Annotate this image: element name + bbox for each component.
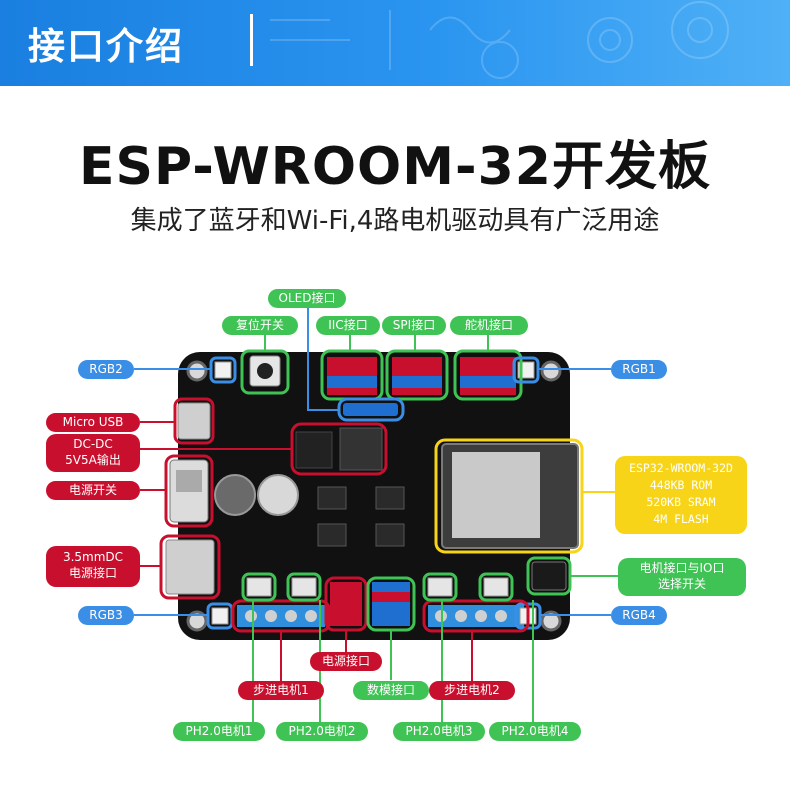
label-motor-io-switch: 电机接口与IO口 选择开关 <box>618 558 746 596</box>
spec-line3: 520KB SRAM <box>646 495 716 509</box>
label-oled: OLED接口 <box>268 289 346 308</box>
pin-header-servo-icon <box>460 357 516 395</box>
label-digital-port: 数模接口 <box>353 681 429 700</box>
label-dc-jack: 3.5mmDC 电源接口 <box>46 546 140 587</box>
spec-line1: ESP32-WROOM-32D <box>629 461 733 475</box>
header-banner: 接口介绍 <box>0 0 790 86</box>
label-stepper2: 步进电机2 <box>429 681 515 700</box>
label-ph-motor3: PH2.0电机3 <box>393 722 485 741</box>
page-subtitle: 集成了蓝牙和Wi-Fi,4路电机驱动具有广泛用途 <box>130 206 660 236</box>
label-dc-jack-line1: 3.5mmDC <box>62 550 124 564</box>
label-dcdc-line2: 5V5A输出 <box>65 453 121 467</box>
label-reset-switch: 复位开关 <box>222 316 298 335</box>
label-ph-motor4: PH2.0电机4 <box>489 722 581 741</box>
label-micro-usb: Micro USB <box>46 413 140 432</box>
label-rgb3: RGB3 <box>78 606 134 625</box>
spec-line2: 448KB ROM <box>649 478 713 492</box>
label-motor-io-line1: 电机接口与IO口 <box>639 561 725 575</box>
dc-jack-icon <box>165 539 215 595</box>
label-dc-jack-line2: 电源接口 <box>68 566 117 580</box>
label-spi: SPI接口 <box>382 316 446 335</box>
label-rgb1: RGB1 <box>611 360 667 379</box>
banner-divider <box>250 14 253 66</box>
banner-title: 接口介绍 <box>28 25 184 68</box>
label-power-port: 电源接口 <box>310 652 382 671</box>
pin-header-iic-icon <box>327 357 377 395</box>
label-rgb2: RGB2 <box>78 360 134 379</box>
label-servo: 舵机接口 <box>450 316 528 335</box>
label-power-switch: 电源开关 <box>46 481 140 500</box>
micro-usb-port-icon <box>177 402 211 440</box>
mounting-hole-icons <box>186 360 562 632</box>
dip-switch-icon <box>531 561 567 591</box>
label-dcdc: DC-DC 5V5A输出 <box>46 434 140 472</box>
label-ph-motor2: PH2.0电机2 <box>276 722 368 741</box>
label-ph-motor1: PH2.0电机1 <box>173 722 265 741</box>
spec-line4: 4M FLASH <box>653 512 709 526</box>
label-stepper1: 步进电机1 <box>238 681 324 700</box>
label-iic: IIC接口 <box>316 316 380 335</box>
pin-header-oled-icon <box>343 403 398 416</box>
page-title: ESP-WROOM-32开发板 <box>79 137 711 197</box>
banner-pattern-icon <box>270 1 729 79</box>
label-rgb4: RGB4 <box>611 606 667 625</box>
label-motor-io-line2: 选择开关 <box>657 577 706 591</box>
capacitor-icon <box>214 474 256 516</box>
digital-header-icon <box>372 582 410 626</box>
terminal-block-icon <box>237 605 325 627</box>
ph2-connector-icons <box>246 577 509 597</box>
label-esp32-spec: ESP32-WROOM-32D 448KB ROM 520KB SRAM 4M … <box>615 456 747 534</box>
capacitor-icon <box>257 474 299 516</box>
dcdc-chip-icon <box>339 427 383 471</box>
pcb-board <box>178 352 570 640</box>
label-dcdc-line1: DC-DC <box>73 437 113 451</box>
power-header-icon <box>330 582 362 626</box>
pin-header-spi-icon <box>392 357 442 395</box>
